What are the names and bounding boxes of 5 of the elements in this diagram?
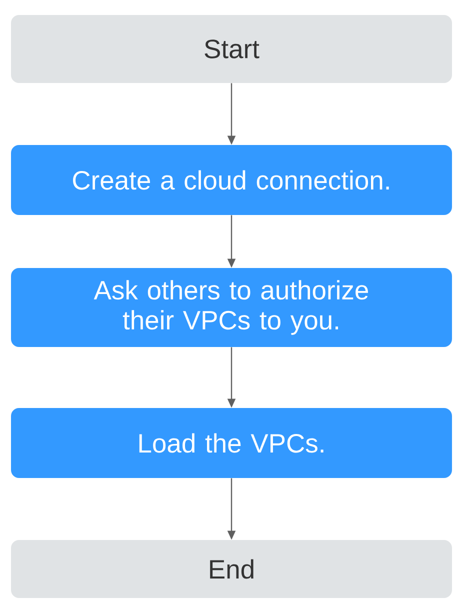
terminal-box: End <box>11 540 452 598</box>
process-box: Load the VPCs. <box>11 408 452 478</box>
terminal-box: Start <box>11 15 452 83</box>
process-box: Ask others to authorize their VPCs to you. <box>11 268 452 347</box>
process-box: Create a cloud connection. <box>11 145 452 215</box>
